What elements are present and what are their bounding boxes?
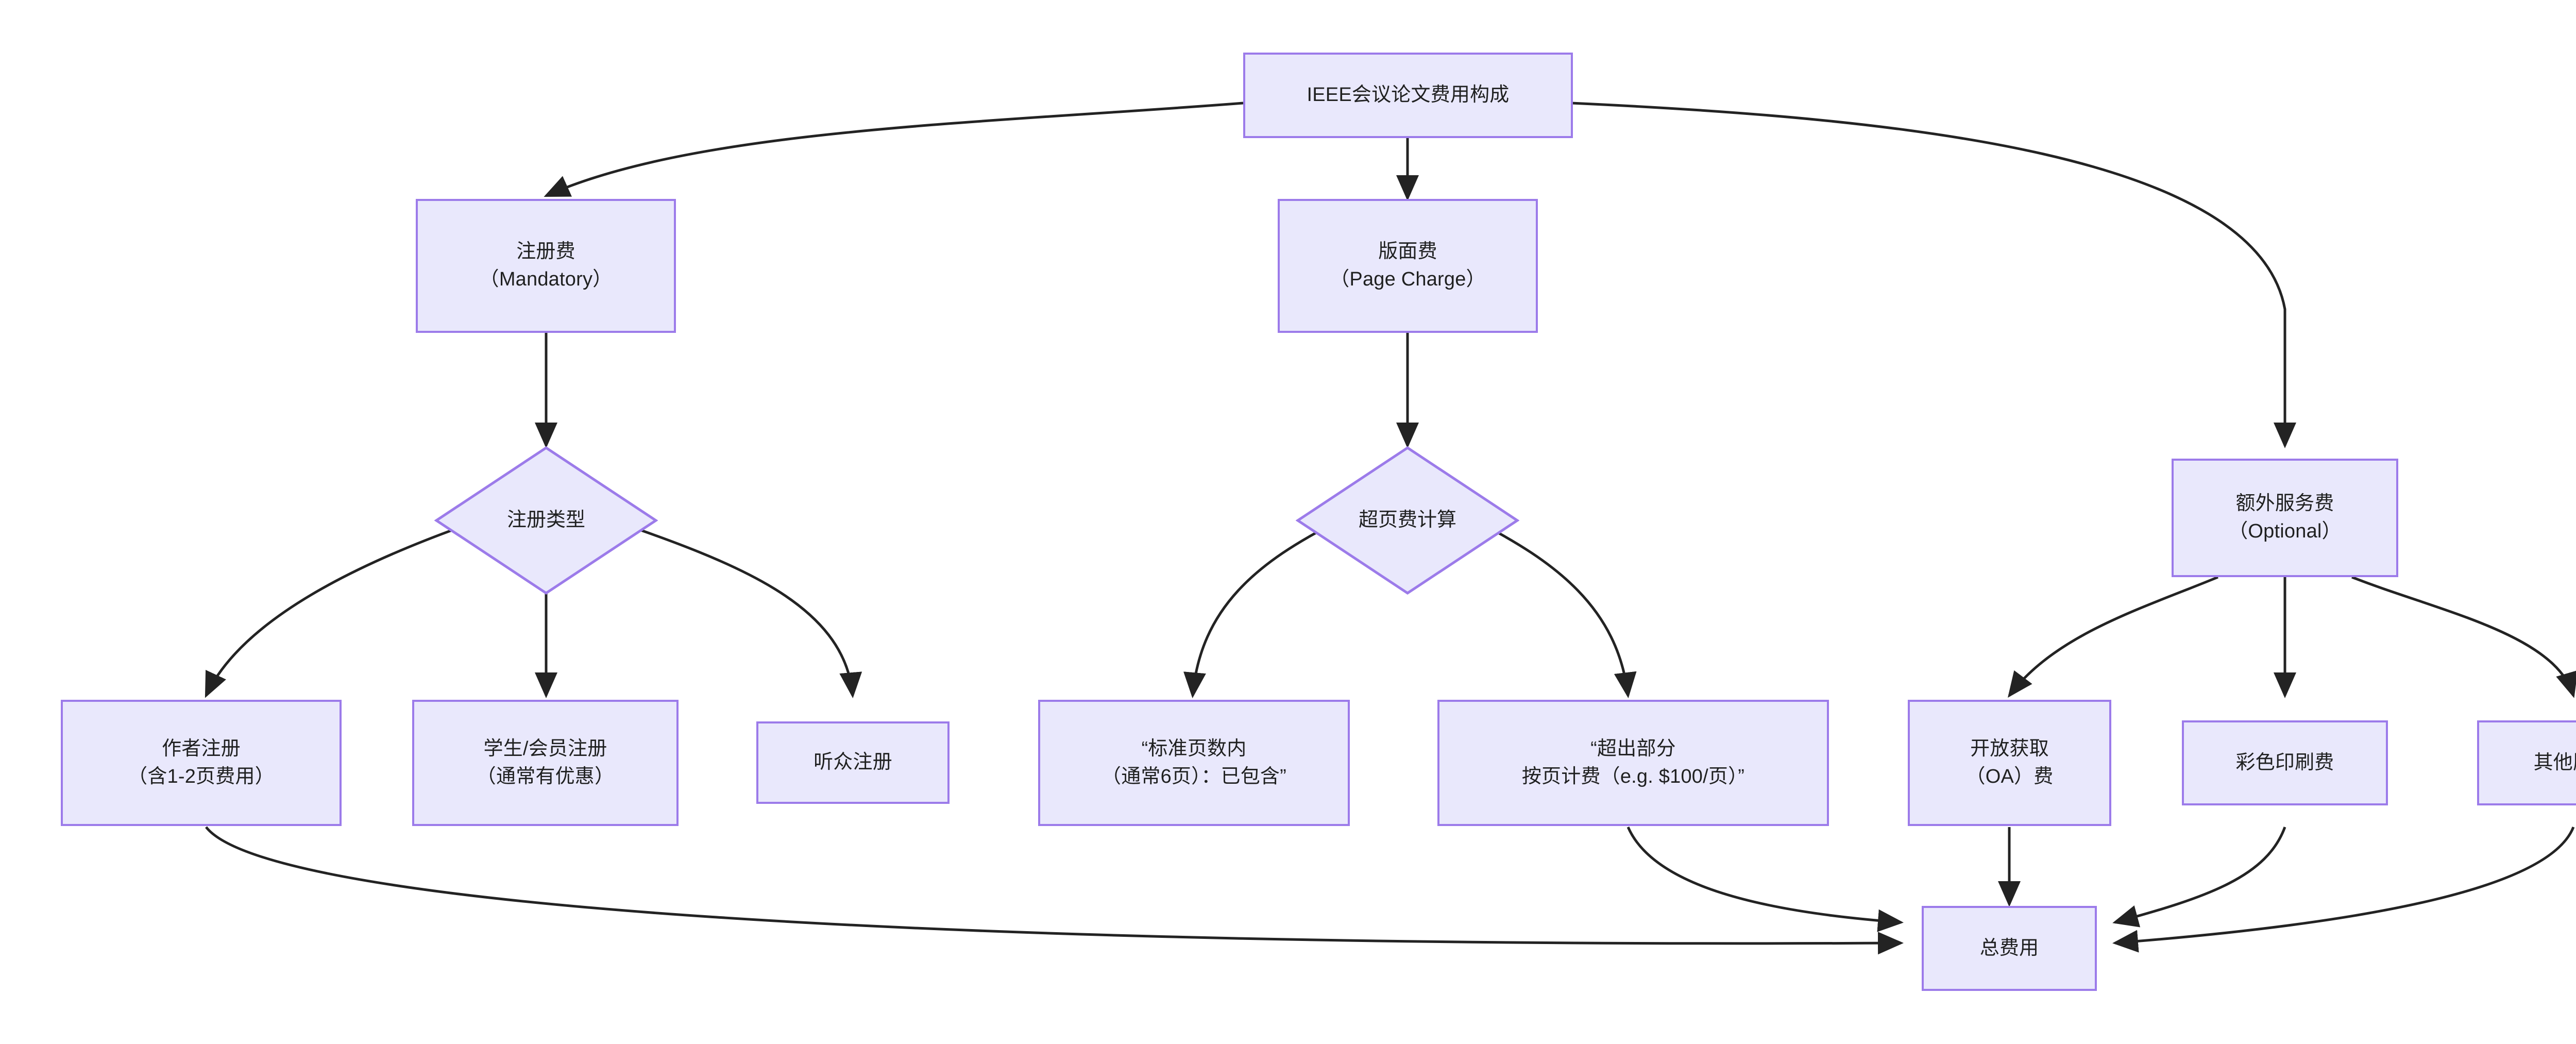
node-registration-fee-line2: （Mandatory） [479, 268, 613, 290]
node-within-standard-pages-line1: “标准页数内 [1141, 737, 1247, 760]
node-audience-registration-line1: 听众注册 [814, 751, 892, 773]
edge-root-to-extra-service-fee [1571, 102, 2296, 448]
node-open-access-fee[interactable]: 开放获取 （OA）费 [1908, 700, 2111, 826]
node-total-cost-label: 总费用 [1979, 937, 2039, 959]
node-root-label: IEEE会议论文费用构成 [1307, 84, 1510, 106]
node-extra-service-fee-line2: （Optional） [2228, 520, 2342, 542]
edge-other-services-to-total-cost [2112, 827, 2575, 953]
node-page-charge[interactable]: 版面费 （Page Charge） [1278, 199, 1538, 333]
node-overpage-calc[interactable]: 超页费计算 [1296, 446, 1519, 595]
node-open-access-fee-line1: 开放获取 [1970, 737, 2049, 760]
node-registration-type-label: 注册类型 [506, 509, 585, 531]
node-color-printing-fee[interactable]: 彩色印刷费 [2182, 720, 2388, 805]
node-page-charge-line1: 版面费 [1378, 241, 1437, 263]
node-author-registration[interactable]: 作者注册 （含1-2页费用） [61, 700, 342, 826]
node-page-charge-line2: （Page Charge） [1330, 268, 1486, 290]
node-within-standard-pages[interactable]: “标准页数内 （通常6页）：已包含” [1038, 700, 1350, 826]
node-author-registration-line1: 作者注册 [162, 737, 241, 760]
node-overpage-calc-label: 超页费计算 [1358, 509, 1456, 531]
node-extra-service-fee-line1: 额外服务费 [2235, 493, 2334, 515]
node-student-member-registration-line1: 学生/会员注册 [483, 737, 607, 760]
node-total-cost[interactable]: 总费用 [1922, 906, 2097, 991]
node-over-pages-line1: “超出部分 [1590, 737, 1676, 760]
edge-over-pages-to-total-cost [1626, 827, 1904, 932]
edge-color-printing-fee-to-total-cost [2112, 827, 2286, 928]
node-other-services-line1: 其他服务 [2533, 751, 2576, 773]
node-registration-fee-line1: 注册费 [516, 241, 575, 263]
node-extra-service-fee[interactable]: 额外服务费 （Optional） [2172, 459, 2398, 577]
diamond-shape-registration-type [434, 446, 658, 595]
node-registration-type[interactable]: 注册类型 [434, 446, 658, 595]
node-student-member-registration[interactable]: 学生/会员注册 （通常有优惠） [412, 700, 679, 826]
node-audience-registration[interactable]: 听众注册 [756, 721, 950, 804]
node-root[interactable]: IEEE会议论文费用构成 [1243, 53, 1573, 138]
node-within-standard-pages-line2: （通常6页）：已包含” [1101, 765, 1286, 787]
diamond-shape-overpage-calc [1296, 446, 1519, 595]
node-over-pages[interactable]: “超出部分 按页计费（e.g. $100/页）” [1437, 700, 1829, 826]
edge-extra-service-fee-to-other-services [2351, 576, 2576, 698]
edge-root-to-registration-fee [544, 102, 1244, 197]
node-over-pages-line2: 按页计费（e.g. $100/页）” [1521, 765, 1745, 787]
node-author-registration-line2: （含1-2页费用） [128, 765, 275, 787]
edge-extra-service-fee-to-open-access-fee [2007, 576, 2218, 698]
node-registration-fee[interactable]: 注册费 （Mandatory） [416, 199, 676, 333]
node-color-printing-fee-line1: 彩色印刷费 [2235, 751, 2334, 773]
node-student-member-registration-line2: （通常有优惠） [476, 765, 615, 787]
node-other-services[interactable]: 其他服务 [2477, 720, 2576, 805]
node-open-access-fee-line2: （OA）费 [1965, 765, 2054, 787]
edge-author-registration-to-total-cost [205, 826, 1904, 955]
